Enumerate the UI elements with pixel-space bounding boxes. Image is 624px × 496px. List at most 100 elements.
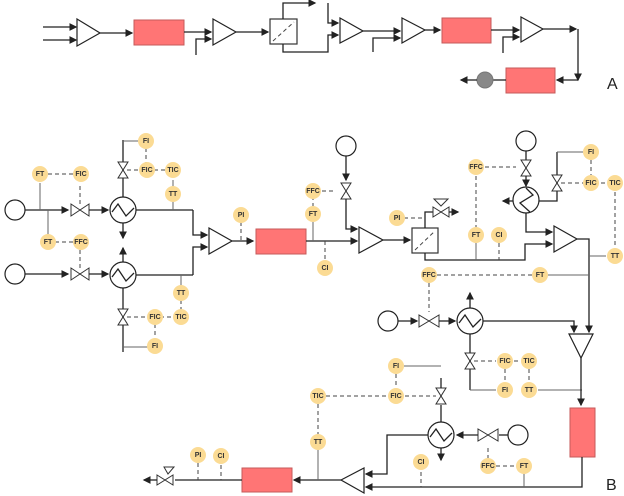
instrument-bubble	[233, 207, 249, 223]
pump-icon	[335, 135, 357, 157]
instrument-tic: TIC	[607, 175, 623, 191]
pump-icon	[515, 130, 537, 152]
pipe	[502, 33, 521, 53]
pipe	[364, 457, 583, 491]
pump-icon	[507, 424, 529, 446]
heat-exchanger-icon	[427, 421, 455, 449]
instrument-fi: FI	[147, 338, 163, 354]
instrument-bubble	[305, 183, 321, 199]
instrument-bubble	[583, 175, 599, 191]
instrument-tic: TIC	[173, 309, 189, 325]
instrument-bubble	[480, 458, 496, 474]
instrument-tag-label: PI	[394, 215, 401, 222]
instrument-bubble	[40, 234, 56, 250]
instrument-tag-label: FIC	[585, 180, 596, 187]
instrument-bubble	[389, 210, 405, 226]
instrument-fic: FIC	[388, 388, 404, 404]
valve-icon	[520, 159, 532, 177]
instrument-tag-label: CI	[218, 453, 225, 460]
instrument-bubble	[491, 227, 507, 243]
instrument-ffc: FFC	[305, 183, 321, 199]
instrument-tic: TIC	[521, 353, 537, 369]
instrument-ci: CI	[213, 448, 229, 464]
pump-icon	[377, 310, 399, 332]
instrument-bubble	[388, 388, 404, 404]
instrument-ft: FT	[305, 206, 321, 222]
instrument-tt: TT	[173, 285, 189, 301]
instrument-fi: FI	[583, 144, 599, 160]
instrument-tag-label: FT	[472, 232, 481, 239]
instrument-bubble	[607, 175, 623, 191]
pump-icon	[476, 71, 494, 89]
pipe	[483, 320, 578, 334]
pipe	[327, 3, 340, 27]
pipe	[282, 31, 340, 53]
instrument-ft: FT	[516, 458, 532, 474]
instrument-tag-label: FT	[536, 272, 545, 279]
instrument-tag-label: FIC	[149, 314, 160, 321]
label-a: A	[607, 76, 618, 93]
relief-valve-icon	[156, 466, 176, 486]
pipe	[539, 152, 558, 202]
heat-exchanger-icon	[512, 186, 540, 214]
instrument-tag-label: TIC	[312, 393, 323, 400]
diagram-a: A	[43, 0, 618, 94]
instrument-fic: FIC	[583, 175, 599, 191]
instrument-bubble	[73, 234, 89, 250]
instrument-tag-label: TIC	[175, 314, 186, 321]
instrument-ft: FT	[32, 166, 48, 182]
instrument-bubble	[310, 388, 326, 404]
instrument-bubble	[73, 166, 89, 182]
control-valve-icon	[70, 267, 90, 281]
mixer	[401, 17, 427, 45]
pipe	[345, 199, 359, 233]
pipe	[192, 243, 209, 275]
instrument-bubble	[165, 186, 181, 202]
instrument-tag-label: FFC	[306, 188, 320, 195]
instrument-bubble	[147, 309, 163, 325]
instrument-ffc: FFC	[468, 159, 484, 175]
valve-icon	[435, 387, 447, 405]
instrument-ft: FT	[532, 267, 548, 283]
instrument-bubble	[139, 162, 155, 178]
instrument-bubble	[388, 358, 404, 374]
pipe	[192, 210, 209, 239]
instrument-fi: FI	[138, 133, 154, 149]
instrument-pi: PI	[190, 447, 206, 463]
separator-membrane	[272, 21, 295, 42]
instrument-ci: CI	[491, 227, 507, 243]
pipe	[424, 211, 433, 228]
instrument-tag-label: FFC	[74, 239, 88, 246]
instrument-tag-label: TIC	[167, 167, 178, 174]
heat-exchanger-icon	[456, 307, 484, 335]
reactor	[133, 19, 185, 46]
pipe	[282, 0, 317, 19]
instrument-fic: FIC	[139, 162, 155, 178]
instrument-ffc: FFC	[480, 458, 496, 474]
valve-icon	[551, 174, 563, 192]
instrument-tag-label: FT	[44, 239, 53, 246]
diagram-b: B	[4, 130, 617, 495]
instrument-ffc: FFC	[421, 267, 437, 283]
instrument-tag-label: CI	[496, 232, 503, 239]
instrument-tag-label: FI	[393, 363, 399, 370]
separator-membrane	[414, 230, 436, 251]
instrument-bubble	[468, 159, 484, 175]
pipe	[424, 240, 554, 261]
instrument-tag-label: FI	[143, 138, 149, 145]
instrument-fi: FI	[497, 382, 513, 398]
instrument-bubble	[421, 267, 437, 283]
instrument-tag-label: FIC	[499, 358, 510, 365]
instrument-bubble	[532, 267, 548, 283]
instrument-pi: PI	[389, 210, 405, 226]
valve-icon	[340, 182, 352, 200]
instrument-bubble	[521, 382, 537, 398]
pump-icon	[4, 263, 26, 285]
instrument-tag-label: FI	[502, 387, 508, 394]
instrument-fi: FI	[388, 358, 404, 374]
instrument-tag-label: FT	[36, 171, 45, 178]
pipe	[525, 213, 554, 236]
instrument-tag-label: PI	[238, 212, 245, 219]
pipe	[195, 35, 213, 55]
